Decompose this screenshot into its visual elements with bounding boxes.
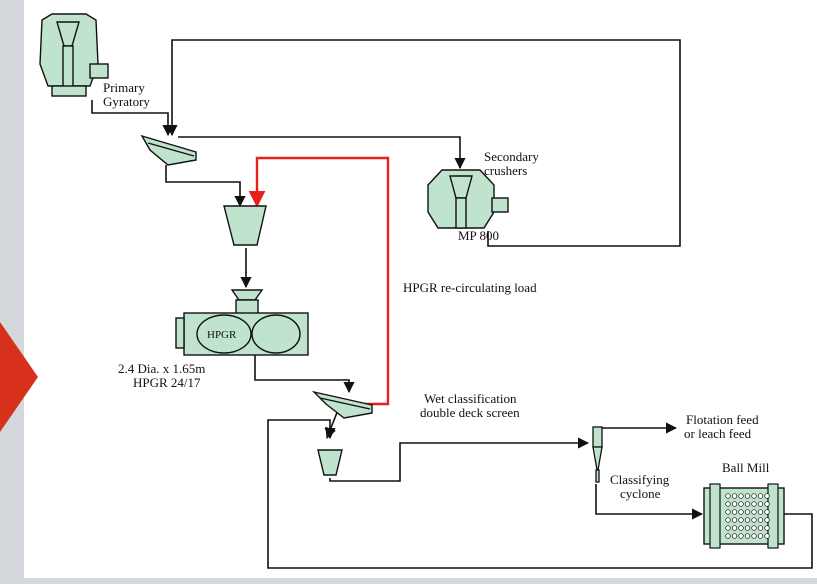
mill-ball [757, 517, 764, 523]
mill-ball [744, 501, 751, 507]
mill-ball [738, 509, 744, 515]
mill-ball [738, 501, 744, 507]
ball-mill-label: Ball Mill [722, 460, 770, 475]
primary-gyratory-crusher [39, 13, 109, 97]
gyratory-to-screen-line [91, 100, 174, 137]
flowsheet-diagram: Primary Gyratory Secondary crushers MP 8… [39, 13, 813, 569]
mill-ball [764, 493, 770, 499]
ball-mill [703, 483, 785, 549]
mill-ball [731, 493, 738, 499]
mill-ball [744, 509, 751, 515]
hpgr-to-screen-line [254, 354, 355, 394]
mill-ball [751, 501, 757, 507]
mill-ball [757, 509, 764, 515]
mill-ball [744, 517, 751, 523]
screen-to-secondary-line [178, 136, 466, 170]
wet-screen-to-sump-line [325, 409, 339, 440]
mill-ball [751, 493, 757, 499]
mill-ball [757, 493, 764, 499]
flotation-feed-label: Flotation feed or leach feed [684, 412, 762, 441]
sump-to-cyclone-line [329, 437, 590, 482]
wet-classification-screen [311, 390, 373, 419]
surge-bin [223, 205, 267, 246]
primary-gyratory-label: Primary Gyratory [103, 80, 150, 109]
mill-ball [731, 509, 738, 515]
classifying-cyclone-label: Classifying cyclone [610, 472, 672, 501]
mill-ball [744, 533, 751, 539]
mill-ball [725, 493, 731, 499]
mill-ball [738, 493, 744, 499]
pump-sump [317, 449, 343, 476]
cyclone-underflow-line [595, 484, 704, 520]
mill-ball [764, 509, 770, 515]
mill-ball [744, 493, 751, 499]
mill-discharge-line [267, 419, 813, 569]
mill-ball [725, 501, 731, 507]
left-frame-strip [0, 0, 24, 584]
mp800-label: MP 800 [458, 228, 499, 243]
mill-ball [764, 501, 770, 507]
mill-ball [725, 525, 731, 531]
secondary-recycle-line [166, 39, 681, 247]
secondary-crushers-label: Secondary crushers [484, 149, 542, 178]
bottom-frame-strip [0, 578, 817, 584]
hpgr-roll-label: HPGR [207, 329, 237, 341]
hpgr-unit [175, 289, 309, 356]
mill-ball [738, 517, 744, 523]
hpgr-recirculating-line [248, 156, 390, 406]
mill-ball [757, 501, 764, 507]
screen-undersize-line [165, 165, 246, 208]
mill-ball [751, 525, 757, 531]
mill-ball [725, 509, 731, 515]
mill-ball [731, 533, 738, 539]
mill-ball [738, 533, 744, 539]
classifying-cyclone [592, 426, 603, 483]
mill-ball [764, 517, 770, 523]
mill-ball [751, 509, 757, 515]
mill-ball [751, 517, 757, 523]
mill-ball [757, 533, 764, 539]
primary-screen [140, 134, 197, 166]
mill-ball [764, 533, 770, 539]
mill-ball [738, 525, 744, 531]
mill-ball [751, 533, 757, 539]
mill-ball [757, 525, 764, 531]
wet-classification-label: Wet classification double deck screen [420, 391, 520, 420]
secondary-cone-crusher [427, 169, 509, 229]
hpgr-size-label: 2.4 Dia. x 1.65m HPGR 24/17 [118, 361, 209, 390]
mill-ball [731, 517, 738, 523]
hpgr-recirculating-label: HPGR re-circulating load [403, 280, 537, 295]
mill-ball [725, 533, 731, 539]
mill-ball [764, 525, 770, 531]
mill-ball [731, 525, 738, 531]
red-navigation-arrow [0, 322, 38, 432]
mill-ball [731, 501, 738, 507]
mill-ball [744, 525, 751, 531]
mill-ball [725, 517, 731, 523]
